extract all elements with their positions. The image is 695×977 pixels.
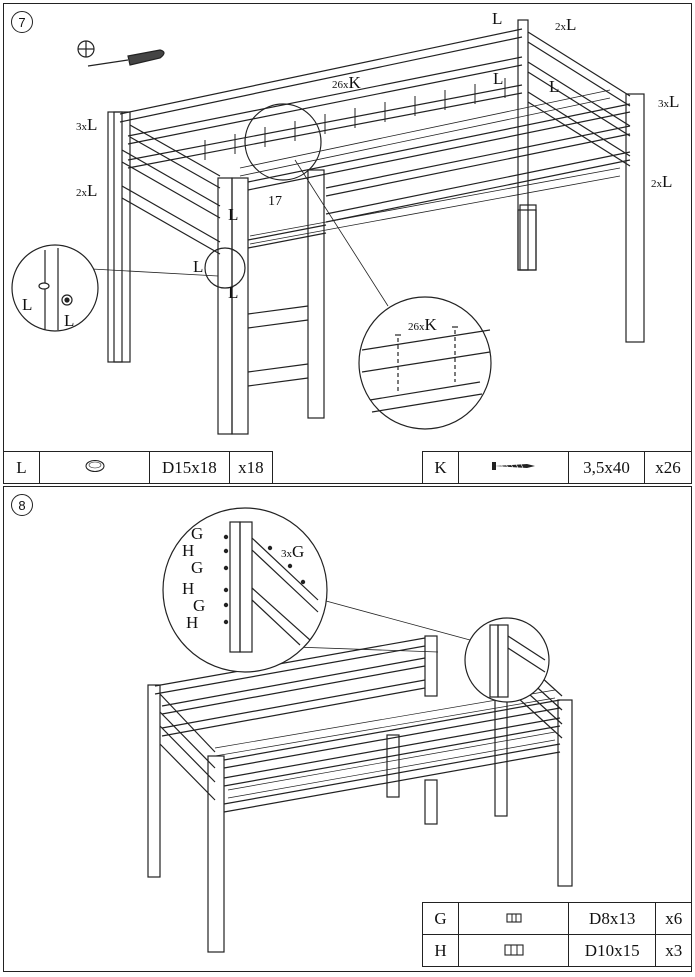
part-qty: x26	[643, 451, 693, 484]
slat-count-label: 17	[268, 194, 282, 209]
qty-label: 3x	[281, 548, 292, 560]
callout-h: H	[186, 613, 199, 632]
table-row: L D15x18 x18	[3, 451, 274, 484]
dowel-icon	[458, 902, 569, 935]
letter-label: K	[424, 315, 437, 334]
callout-g: G	[191, 558, 204, 577]
part-letter: L	[3, 451, 40, 484]
screwdriver-icon	[77, 40, 165, 67]
letter-label: L	[669, 92, 680, 111]
table-row: H D10x15 x3	[422, 934, 692, 967]
callout-l-qty: 3xL	[658, 93, 679, 113]
table-row: K 3,5x40 x26	[422, 451, 693, 484]
detail-circle-large	[162, 507, 328, 673]
qty-label: 2x	[555, 21, 566, 33]
qty-label: 26x	[408, 321, 425, 333]
letter-label: L	[87, 115, 98, 134]
part-qty: x3	[655, 934, 692, 967]
part-letter: K	[422, 451, 459, 484]
qty-label: 3x	[76, 121, 87, 133]
part-letter: H	[422, 934, 459, 967]
callout-g: G	[191, 524, 204, 543]
qty-label: 2x	[651, 178, 662, 190]
callout-l: L	[228, 283, 239, 302]
qty-label: 26x	[332, 79, 349, 91]
part-qty: x6	[655, 902, 692, 935]
parts-table-gh: G D8x13 x6 H D10x15 x3	[422, 902, 692, 967]
callout-l-qty: 3xL	[76, 116, 97, 136]
callout-l: L	[193, 257, 204, 276]
callout-g-qty: 3xG	[281, 543, 304, 563]
detail-callout-l: L	[22, 295, 33, 314]
part-size: D10x15	[567, 934, 657, 967]
callout-l-qty: 2xL	[555, 16, 576, 36]
letter-label: L	[662, 172, 673, 191]
step-7-panel	[3, 3, 692, 484]
detail-circle-left	[11, 244, 99, 332]
callout-l: L	[228, 205, 239, 224]
callout-l-qty: 2xL	[76, 182, 97, 202]
part-size: 3,5x40	[568, 451, 645, 484]
callout-h: H	[182, 579, 195, 598]
callout-h: H	[182, 541, 195, 560]
callout-l: L	[493, 69, 504, 88]
callout-l: L	[549, 77, 560, 96]
letter-label: L	[87, 181, 98, 200]
detail-circle-small	[464, 617, 550, 703]
dowel-icon	[458, 934, 569, 967]
part-qty: x18	[228, 451, 274, 484]
letter-label: L	[566, 15, 577, 34]
detail-callout-l: L	[64, 311, 75, 330]
callout-g: G	[193, 596, 206, 615]
step-8-panel	[3, 486, 692, 972]
letter-label: G	[292, 542, 305, 561]
step-7-number: 7	[11, 11, 33, 33]
screw-icon	[458, 451, 569, 484]
parts-table-l: L D15x18 x18	[3, 451, 274, 484]
callout-l: L	[492, 9, 503, 28]
detail-callout-k: 26xK	[408, 316, 437, 336]
part-size: D8x13	[567, 902, 657, 935]
step-8-number: 8	[11, 494, 33, 516]
table-row: G D8x13 x6	[422, 902, 692, 935]
cap-icon	[39, 451, 150, 484]
qty-label: 2x	[76, 187, 87, 199]
part-letter: G	[422, 902, 459, 935]
callout-k: 26xK	[332, 74, 361, 94]
letter-label: K	[348, 73, 361, 92]
qty-label: 3x	[658, 98, 669, 110]
detail-circle-right	[358, 296, 492, 430]
callout-l-qty: 2xL	[651, 173, 672, 193]
parts-table-k: K 3,5x40 x26	[422, 451, 693, 484]
